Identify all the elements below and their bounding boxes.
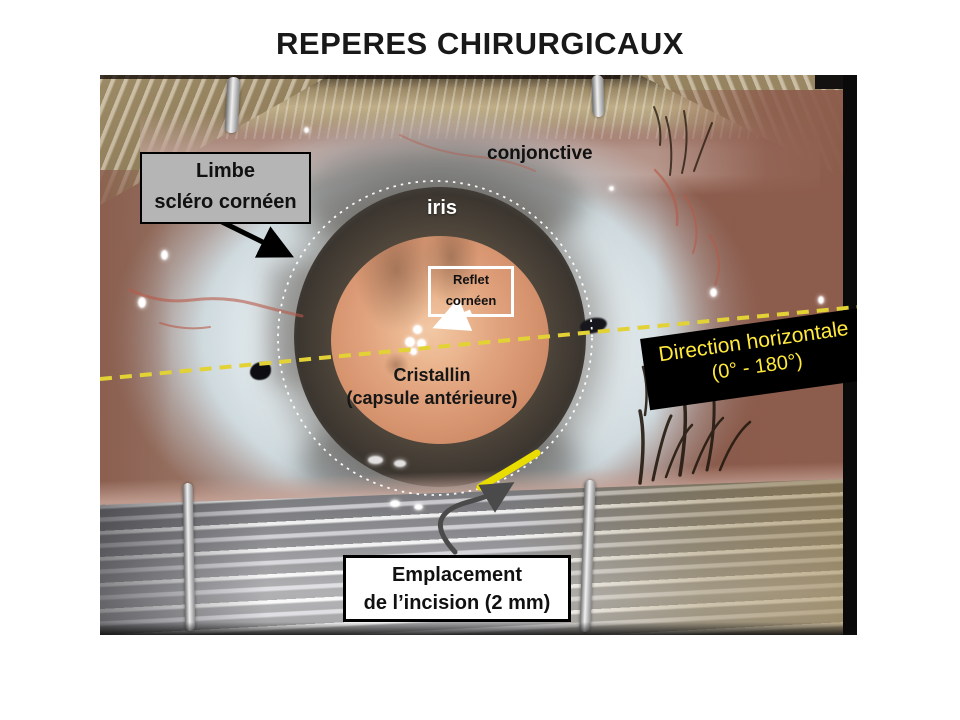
- page-title: REPERES CHIRURGICAUX: [276, 26, 684, 61]
- surgical-eye-photo: conjonctive Limbe scléro cornéen iris Re…: [100, 75, 857, 635]
- label-cristallin: Cristallin (capsule antérieure): [332, 364, 532, 411]
- label-conjonctive: conjonctive: [487, 143, 593, 164]
- water-droplet: [394, 460, 406, 467]
- incision-mark-arc: [476, 449, 541, 491]
- reflet-line1: Reflet: [452, 272, 490, 287]
- limbus-dotted-circle: [277, 180, 593, 496]
- label-iris: iris: [427, 197, 458, 219]
- highlight-sparkle: [138, 297, 146, 308]
- cristallin-line1: Cristallin: [393, 365, 471, 385]
- annotation-overlay: [100, 106, 857, 555]
- reflet-line2: cornéen: [445, 292, 497, 308]
- label-box-reflet: Reflet cornéen: [428, 266, 514, 317]
- skin-left: [100, 170, 172, 530]
- horizontal-axis-dashed-line: [100, 305, 857, 381]
- corneal-reflex-dot: [405, 337, 415, 347]
- corneal-reflex-dot: [413, 325, 422, 334]
- photo-top-edge: [100, 75, 620, 79]
- eyelashes-top: [653, 106, 713, 176]
- incision-line2: de l’incision (2 mm): [363, 592, 551, 614]
- label-box-incision: Emplacement de l’incision (2 mm): [343, 555, 571, 622]
- highlight-sparkle: [710, 288, 717, 297]
- cristallin-line2: (capsule antérieure): [346, 388, 518, 409]
- limbe-arrow: [218, 218, 294, 258]
- label-box-limbe: Limbe scléro cornéen: [140, 152, 311, 224]
- limbe-line1: Limbe: [196, 160, 255, 182]
- water-droplet: [414, 504, 423, 510]
- photo-bottom-edge: [100, 622, 857, 635]
- highlight-sparkle: [818, 296, 824, 304]
- eyelashes-bottom: [638, 365, 752, 485]
- limbal-ink-mark-left: [250, 362, 271, 380]
- highlight-sparkle: [304, 127, 309, 133]
- limbe-line2: scléro cornéen: [154, 191, 297, 213]
- water-droplet: [390, 500, 400, 507]
- highlight-sparkle: [161, 250, 168, 260]
- incision-line1: Emplacement: [391, 564, 523, 586]
- highlight-sparkle: [609, 186, 614, 191]
- corneal-reflex-dot: [417, 339, 426, 348]
- corneal-reflex-dot: [410, 348, 417, 355]
- incision-arrow: [437, 482, 515, 555]
- water-droplet: [368, 456, 383, 464]
